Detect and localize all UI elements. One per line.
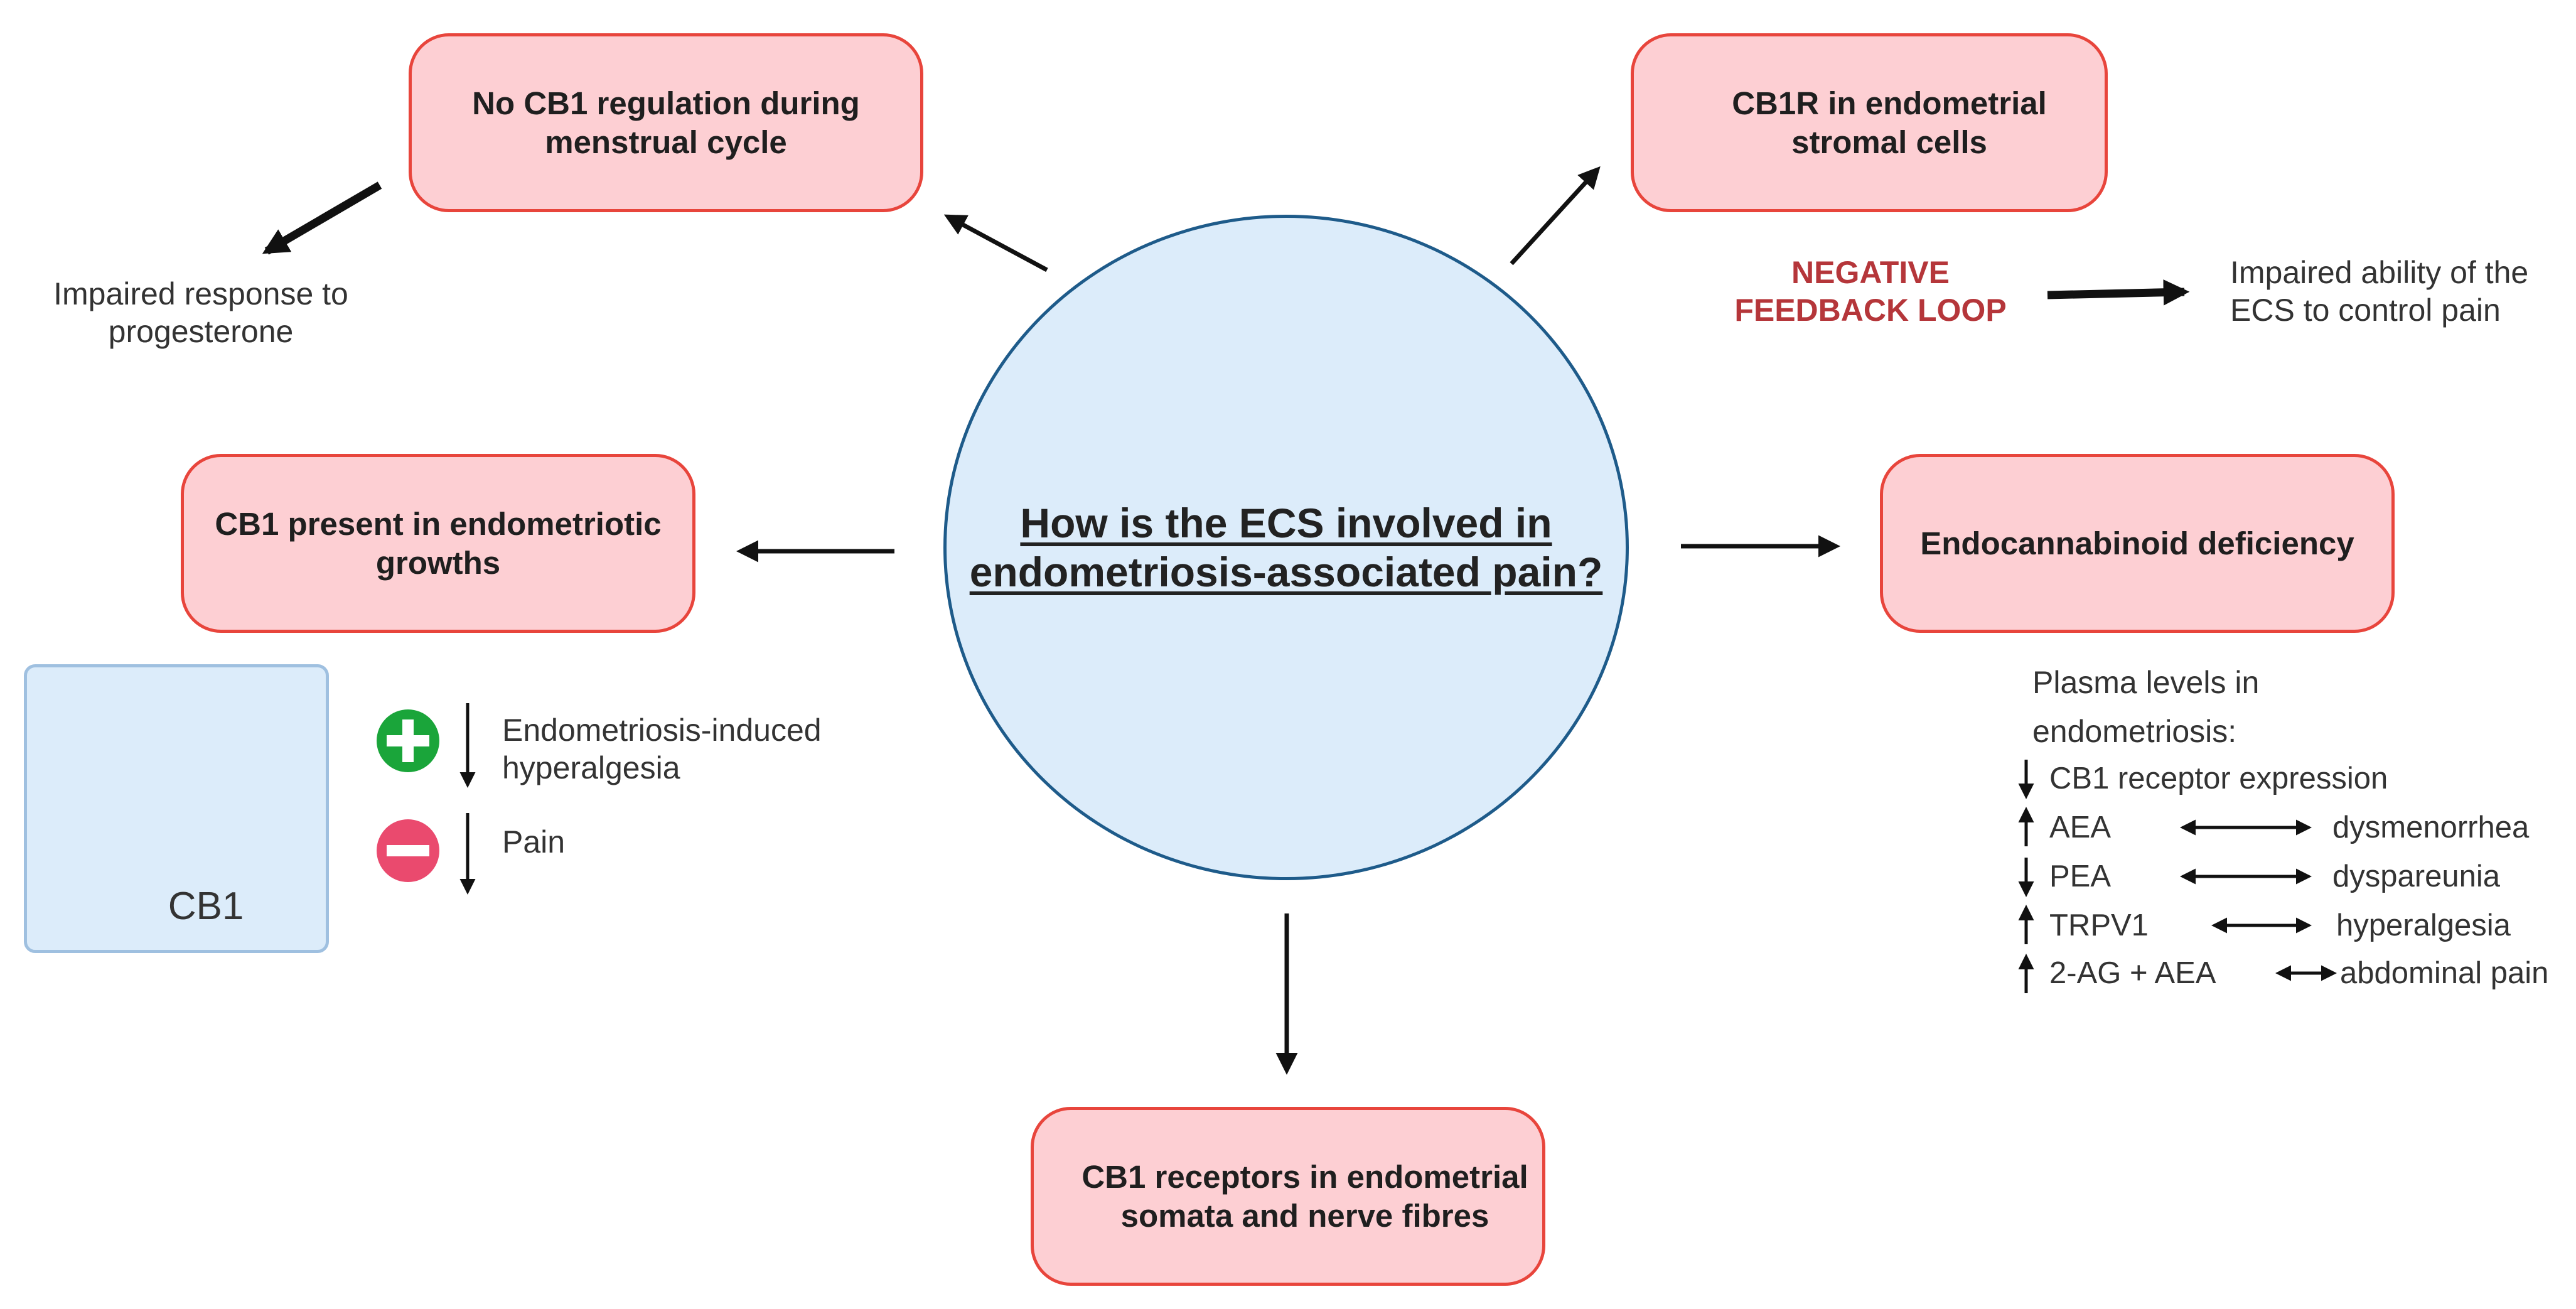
plasma-row-symptom: hyperalgesia bbox=[2336, 908, 2511, 942]
central-question: How is the ECS involved in endometriosis… bbox=[969, 500, 1603, 595]
arrow-to-menstrual bbox=[943, 214, 1048, 272]
minus-circle-icon bbox=[377, 819, 439, 882]
impaired-progesterone-text: Impaired response to progesterone bbox=[53, 276, 348, 349]
box-label: Endocannabinoid deficiency bbox=[1920, 525, 2354, 561]
box-cb1-growths: CB1 present in endometriotic growths bbox=[181, 454, 695, 633]
plasma-row-marker: PEA bbox=[2049, 859, 2112, 893]
central-question-circle: How is the ECS involved in endometriosis… bbox=[943, 215, 1629, 880]
plasma-row: AEA dysmenorrhea bbox=[2049, 805, 2529, 849]
arrow-to-stromal bbox=[1510, 166, 1601, 266]
plasma-levels-heading: Plasma levels in endometriosis: bbox=[2032, 665, 2260, 749]
plasma-row-marker: CB1 receptor expression bbox=[2049, 762, 2388, 795]
cb1-receptor-panel: CB1 bbox=[24, 664, 329, 953]
plasma-row-symptom: dyspareunia bbox=[2332, 859, 2500, 893]
plasma-row: PEA dyspareunia bbox=[2049, 854, 2500, 898]
plasma-row-symptom: dysmenorrhea bbox=[2332, 811, 2530, 844]
cb1-label: CB1 bbox=[168, 885, 244, 928]
plasma-row: TRPV1 hyperalgesia bbox=[2049, 903, 2511, 947]
arrow-to-impaired-ecs bbox=[2047, 279, 2190, 306]
plasma-row: CB1 receptor expression bbox=[2049, 757, 2388, 800]
plus-circle-icon bbox=[377, 709, 439, 772]
box-label: CB1 present in endometriotic growths bbox=[215, 505, 662, 581]
box-label: CB1 receptors in endometrial somata and … bbox=[1081, 1158, 1528, 1234]
impaired-ecs-text: Impaired ability of the ECS to control p… bbox=[2230, 255, 2529, 328]
box-label: CB1R in endometrial stromal cells bbox=[1732, 85, 2047, 160]
box-endocannabinoid-deficiency: Endocannabinoid deficiency bbox=[1880, 454, 2395, 633]
plasma-row: 2-AG + AEA abdominal pain bbox=[2049, 951, 2548, 995]
box-cb1r-stromal: CB1R in endometrial stromal cells bbox=[1631, 33, 2108, 212]
negative-feedback-loop-text: NEGATIVE FEEDBACK LOOP bbox=[1734, 255, 2007, 328]
box-cb1-somata: CB1 receptors in endometrial somata and … bbox=[1031, 1107, 1545, 1286]
plasma-row-symptom: abdominal pain bbox=[2340, 956, 2549, 990]
box-no-cb1-regulation: No CB1 regulation during menstrual cycle bbox=[409, 33, 923, 212]
plasma-row-marker: AEA bbox=[2049, 811, 2112, 844]
hyperalgesia-text: Endometriosis-induced hyperalgesia bbox=[502, 713, 822, 785]
arrow-to-progesterone bbox=[262, 181, 382, 255]
plasma-row-marker: 2-AG + AEA bbox=[2049, 956, 2216, 990]
box-label: No CB1 regulation during menstrual cycle bbox=[472, 85, 860, 160]
plasma-row-marker: TRPV1 bbox=[2049, 908, 2149, 942]
pain-text: Pain bbox=[502, 824, 566, 859]
